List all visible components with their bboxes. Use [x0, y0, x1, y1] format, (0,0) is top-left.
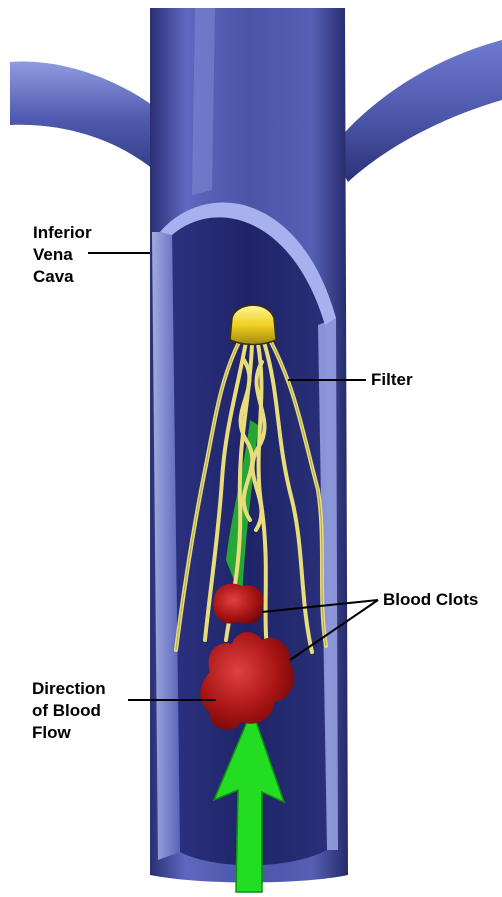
filter-label-text: Filter [371, 369, 413, 391]
filter-cap [230, 305, 276, 344]
blood-clots-label-text: Blood Clots [383, 589, 478, 611]
trunk-highlight [192, 8, 215, 195]
right-branch-vein [330, 40, 502, 182]
flow-label-line-3: Flow [32, 722, 106, 744]
ivc-label-line-1: Inferior [33, 222, 92, 244]
inferior-vena-cava-label: Inferior Vena Cava [33, 222, 92, 288]
ivc-label-line-2: Vena [33, 244, 92, 266]
direction-of-blood-flow-label: Direction of Blood Flow [32, 678, 106, 744]
flow-label-line-2: of Blood [32, 700, 106, 722]
ivc-label-line-3: Cava [33, 266, 92, 288]
blood-clots-label: Blood Clots [383, 589, 478, 611]
flow-label-line-1: Direction [32, 678, 106, 700]
filter-label: Filter [371, 369, 413, 391]
blood-clot-upper [213, 584, 263, 624]
